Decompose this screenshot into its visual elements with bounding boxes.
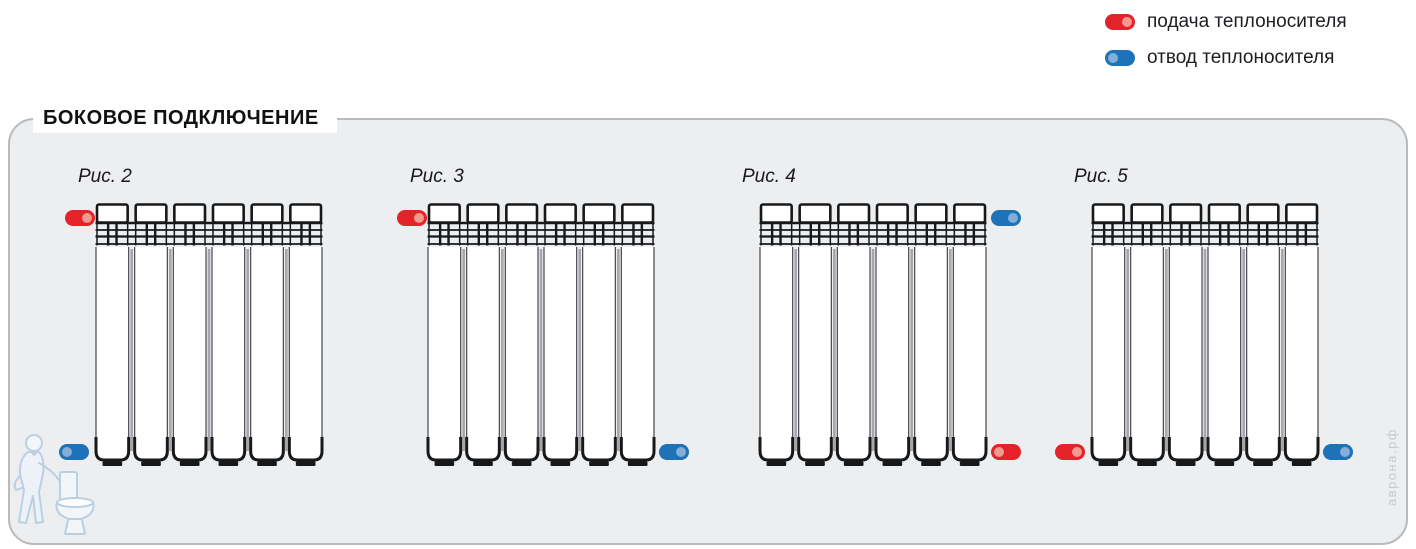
radiator-drawing — [758, 203, 988, 466]
legend-supply-label: подача теплоносителя — [1147, 11, 1347, 32]
legend: подача теплоносителя отвод теплоносителя — [1105, 11, 1347, 86]
plumber-mascot-icon — [13, 434, 95, 535]
return-connector — [659, 444, 689, 460]
site-watermark: аврона.рф — [1384, 428, 1399, 507]
return-connector — [59, 444, 89, 460]
figure-ris-2: Рис. 2 — [57, 166, 359, 478]
figure-ris-3: Рис. 3 — [389, 166, 691, 478]
radiator-drawing — [1090, 203, 1320, 466]
figure-caption: Рис. 5 — [1074, 166, 1128, 187]
supply-connector — [991, 444, 1021, 460]
panel-title: БОКОВОЕ ПОДКЛЮЧЕНИЕ — [33, 104, 337, 133]
supply-connector — [1055, 444, 1085, 460]
figure-ris-4: Рис. 4 — [721, 166, 1023, 478]
figure-ris-5: Рис. 5 — [1053, 166, 1355, 478]
legend-return-label: отвод теплоносителя — [1147, 47, 1335, 68]
supply-connector — [65, 210, 95, 226]
radiator-drawing — [426, 203, 656, 466]
radiator-drawing — [94, 203, 324, 466]
return-connector — [991, 210, 1021, 226]
legend-item-return: отвод теплоносителя — [1105, 47, 1347, 68]
figure-caption: Рис. 4 — [742, 166, 796, 187]
return-connector — [1323, 444, 1353, 460]
figure-caption: Рис. 2 — [78, 166, 132, 187]
return-marker-icon — [1105, 50, 1135, 66]
figure-caption: Рис. 3 — [410, 166, 464, 187]
supply-marker-icon — [1105, 14, 1135, 30]
legend-item-supply: подача теплоносителя — [1105, 11, 1347, 32]
supply-connector — [397, 210, 427, 226]
